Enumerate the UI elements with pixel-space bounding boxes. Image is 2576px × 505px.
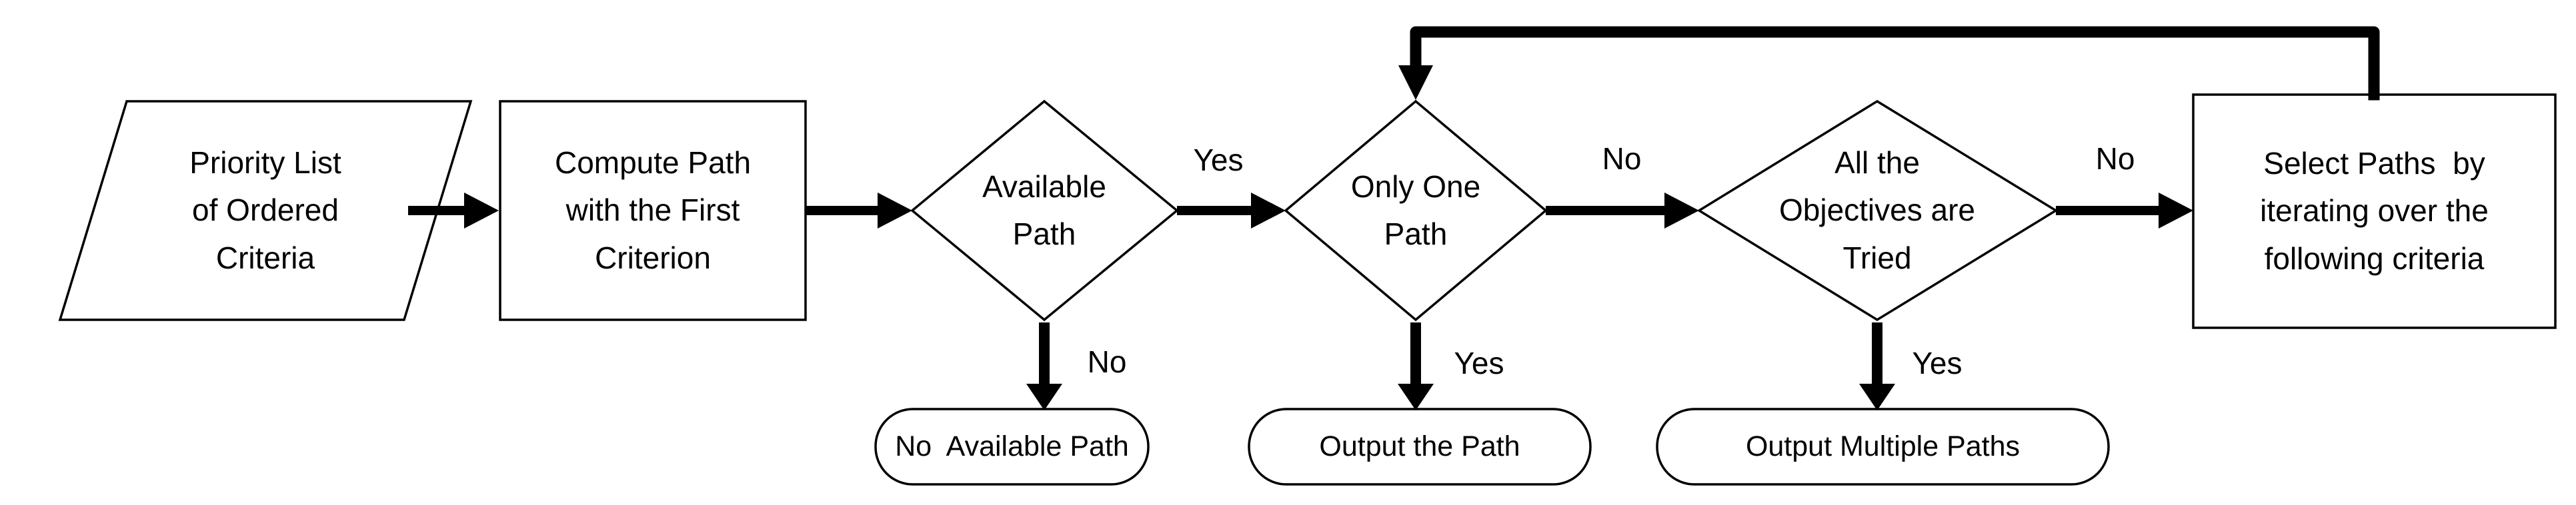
edge-label-onlyone-yes: Yes [1454, 346, 1504, 380]
edge-label-available-yes: Yes [1193, 143, 1244, 177]
output-the-path-label: Output the Path [1319, 430, 1520, 462]
output-multiple-paths-stadium [1656, 408, 2110, 486]
available-path-label: Available Path [982, 169, 1106, 251]
arrowhead-onlyone-yes [1398, 384, 1434, 410]
arrowhead-compute-to-available [878, 193, 912, 229]
available-path-diamond [910, 99, 1179, 322]
no-available-path-stadium [874, 408, 1150, 486]
only-one-path-diamond [1284, 99, 1548, 322]
edge-label-onlyone-no: No [1602, 141, 1642, 176]
output-multiple-paths-label: Output Multiple Paths [1745, 430, 2021, 462]
select-paths-label: Select Paths by iterating over the follo… [2260, 146, 2489, 276]
priority-list-label: Priority List of Ordered Criteria [189, 145, 341, 275]
compute-path-label: Compute Path with the First Criterion [554, 145, 752, 275]
arrowhead-available-yes [1251, 193, 1286, 229]
arrowhead-priority-to-compute [464, 193, 499, 229]
edge-label-objectives-no: No [2095, 141, 2135, 176]
edge-label-available-no: No [1087, 344, 1127, 379]
feedback-loop-line [1410, 26, 2380, 101]
only-one-path-label: Only One Path [1350, 169, 1481, 251]
arrowhead-feedback-loop [1398, 65, 1433, 100]
all-objectives-tried-label: All the Objectives are Tried [1778, 145, 1975, 275]
compute-path-rectangle [499, 100, 807, 321]
arrowhead-objectives-yes [1859, 384, 1895, 410]
edge-label-objectives-yes: Yes [1912, 346, 1963, 380]
all-objectives-tried-diamond [1696, 99, 2059, 322]
arrowhead-objectives-no [2159, 193, 2193, 229]
output-the-path-stadium [1248, 408, 1592, 486]
priority-list-parallelogram [58, 100, 473, 321]
no-available-path-label: No Available Path [895, 430, 1129, 462]
arrowhead-available-no [1026, 384, 1062, 410]
arrowhead-onlyone-no [1664, 193, 1699, 229]
